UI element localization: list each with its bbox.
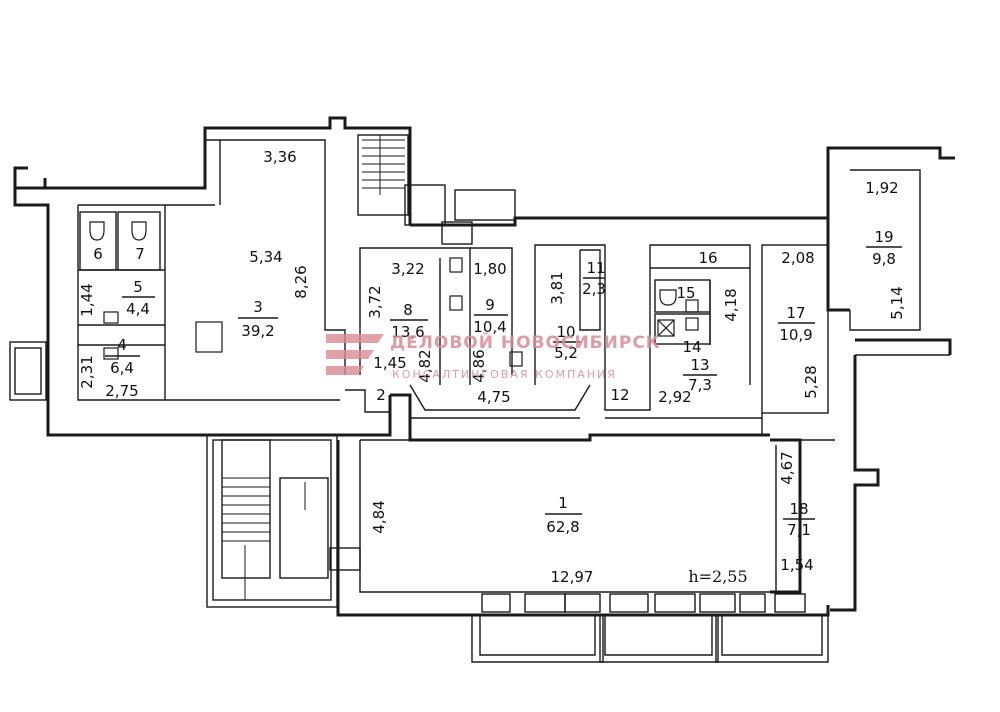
room-17-number: 17 (786, 304, 805, 322)
toilet-7-icon (131, 221, 147, 241)
room-6-number: 6 (93, 245, 103, 263)
room-10-area: 5,2 (554, 344, 578, 362)
room-11-area: 2,3 (582, 280, 606, 298)
sink-icon (685, 299, 699, 313)
dimension-label: 4,75 (477, 388, 510, 406)
room-19-number: 19 (874, 228, 893, 246)
dimension-label: 1,44 (78, 283, 96, 316)
delovoy-novosibirsk-logo (326, 334, 384, 375)
entrance-steps-left (9, 341, 47, 401)
room-7-number: 7 (135, 245, 145, 263)
room-4-number: 4 (117, 336, 127, 354)
room-labels: 1 62,8 3 39,2 4 6,4 5 4,4 6 7 8 13,6 9 1… (93, 228, 902, 539)
dimension-label: 1,80 (473, 260, 506, 278)
dimension-label: 4,86 (470, 349, 488, 382)
sink-icon (509, 351, 523, 367)
dimension-label: 12,97 (551, 568, 594, 586)
room-10-number: 10 (556, 323, 575, 341)
dimension-label: 5,34 (249, 248, 282, 266)
room-16-number: 16 (698, 249, 717, 267)
partitions (78, 205, 829, 435)
room-11-number: 11 (586, 259, 605, 277)
sink-icon (103, 311, 119, 324)
dimension-label: 1,54 (780, 556, 813, 574)
room-4-area: 6,4 (110, 359, 134, 377)
room-18-area: 7,1 (787, 521, 811, 539)
dimension-label: 2 (376, 386, 386, 404)
room-17-area: 10,9 (779, 326, 812, 344)
dimension-label: 2,92 (658, 388, 691, 406)
room-15-number: 15 (676, 284, 695, 302)
room-9-number: 9 (485, 296, 495, 314)
fixtures (89, 221, 699, 367)
room-5-number: 5 (133, 278, 143, 296)
room-18-number: 18 (789, 500, 808, 518)
dimension-label: 5,28 (802, 365, 820, 398)
column (195, 321, 223, 353)
room-19-area: 9,8 (872, 250, 896, 268)
dimension-label: 2,08 (781, 249, 814, 267)
dimension-label: 3,81 (548, 271, 566, 304)
dimension-label: 4,67 (778, 451, 796, 484)
room-3-number: 3 (253, 298, 263, 316)
room-13-number: 13 (690, 356, 709, 374)
outer-walls (13, 116, 955, 663)
watermark-title: ДЕЛОВОЙ НОВОСИБИРСК (390, 331, 661, 353)
sink-icon (685, 317, 699, 331)
dimension-label: 12 (610, 386, 629, 404)
dimension-label: 8,26 (292, 265, 310, 298)
room-5-area: 4,4 (126, 300, 150, 318)
room-8-area: 13,6 (391, 323, 424, 341)
dimension-labels: 3,36 5,34 8,26 3,22 1,80 3,72 3,81 1,92 … (78, 148, 906, 586)
dimension-label: 1,92 (865, 179, 898, 197)
staircase-bottom-left (206, 434, 361, 608)
room-8-number: 8 (403, 301, 413, 319)
watermark-subtitle: КОНСАЛТИНГОВАЯ КОМПАНИЯ (392, 368, 617, 381)
room-14-number: 14 (682, 338, 701, 356)
staircase-top (357, 134, 516, 245)
toilet-6-icon (89, 221, 105, 241)
sink-icon (449, 295, 463, 311)
ceiling-height-label: h=2,55 (688, 567, 747, 586)
dimension-label: 1,45 (373, 354, 406, 372)
watermark: ДЕЛОВОЙ НОВОСИБИРСК КОНСАЛТИНГОВАЯ КОМПА… (326, 331, 661, 381)
dimension-label: 3,36 (263, 148, 296, 166)
dimension-label: 4,82 (416, 349, 434, 382)
sink-icon (449, 257, 463, 273)
sink-icon (103, 347, 119, 360)
dimension-label: 4,84 (370, 500, 388, 533)
room-13-area: 7,3 (688, 376, 712, 394)
dimension-label: 5,14 (888, 286, 906, 319)
dimension-label: 3,22 (391, 260, 424, 278)
room-3-area: 39,2 (241, 322, 274, 340)
dimension-label: 3,72 (366, 285, 384, 318)
stove-icon (657, 319, 675, 337)
room-1-area: 62,8 (546, 518, 579, 536)
room-9-area: 10,4 (473, 318, 506, 336)
toilet-15-icon (659, 289, 677, 306)
dimension-label: 4,18 (722, 288, 740, 321)
dimension-label: 2,31 (78, 355, 96, 388)
room-1-number: 1 (558, 494, 568, 512)
dimension-label: 2,75 (105, 382, 138, 400)
